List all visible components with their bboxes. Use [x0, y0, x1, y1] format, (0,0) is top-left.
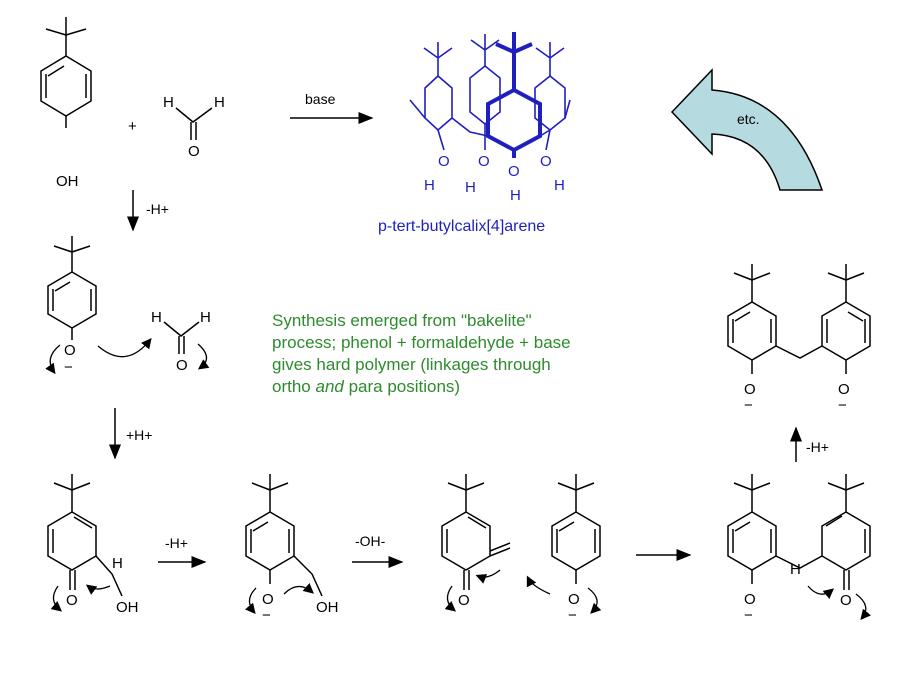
phenoxide1-minus: − — [64, 359, 73, 376]
dimer-intermediate-o-right: O — [840, 592, 852, 609]
formaldehyde-h-right: H — [214, 94, 225, 111]
dimer-intermediate-minus: − — [744, 607, 753, 624]
note-line-4-post: para positions) — [343, 377, 461, 396]
formaldehyde-o: O — [188, 143, 200, 160]
calix-oh4-o: O — [540, 153, 552, 170]
intermediate-a-o: O — [66, 592, 78, 609]
bakelite-note: Synthesis emerged from "bakelite" proces… — [272, 310, 652, 398]
note-line-2: process; phenol + formaldehyde + base — [272, 333, 571, 352]
calix-oh3-o: O — [508, 163, 520, 180]
phenoxide1-o: O — [64, 342, 76, 359]
dimer-product-minus-right: − — [838, 397, 847, 414]
dimer-intermediate — [727, 474, 871, 590]
curly-arrow-1c — [197, 343, 210, 370]
phenoxide-1 — [47, 236, 97, 340]
step1-label: -H+ — [146, 201, 169, 217]
formaldehyde2-h-left: H — [151, 309, 162, 326]
calix-oh4-h: H — [554, 177, 565, 194]
calixarene-name: p-tert-butylcalix[4]arene — [378, 218, 546, 235]
cycle-arrow-label: etc. — [737, 111, 760, 127]
intermediate-a — [47, 474, 123, 597]
phenoxide-2 — [551, 474, 601, 584]
dimer-intermediate-h: H — [790, 561, 801, 578]
calix-oh1-h: H — [424, 177, 435, 194]
quinone-methide — [441, 474, 511, 590]
plus-sign: + — [128, 118, 137, 135]
calix-oh3-h: H — [510, 187, 521, 204]
phenol-oh-label: OH — [56, 173, 79, 190]
curly-arrow-5a — [807, 585, 834, 599]
curly-arrow-4a — [444, 585, 456, 612]
intermediate-a-oh: OH — [116, 599, 139, 616]
curly-arrow-3a — [245, 587, 257, 614]
cycle-arrow — [670, 68, 824, 191]
calix-oh2-h: H — [465, 179, 476, 196]
note-line-1: Synthesis emerged from "bakelite" — [272, 311, 532, 330]
phenoxide2-minus: − — [568, 607, 577, 624]
curly-arrow-5b — [855, 593, 871, 620]
dimer-product-o-right: O — [838, 381, 850, 398]
curly-arrow-1b — [97, 337, 152, 358]
formaldehyde2-h-right: H — [200, 309, 211, 326]
intermediate-b-oh: OH — [316, 599, 339, 616]
step2-label: +H+ — [126, 427, 152, 443]
curly-arrow-3b — [283, 582, 314, 595]
intermediate-b-minus: − — [262, 607, 271, 624]
formaldehyde-2 — [163, 321, 200, 354]
formaldehyde — [175, 107, 213, 140]
base-condition-label: base — [305, 91, 336, 107]
calix-oh1-o: O — [438, 153, 450, 170]
calix-oh2-o: O — [478, 153, 490, 170]
formaldehyde2-o: O — [176, 357, 188, 374]
curly-arrow-2a — [50, 585, 62, 612]
curly-arrow-1a — [45, 344, 61, 375]
intermediate-b — [245, 474, 323, 597]
step4-label: -OH- — [355, 533, 386, 549]
note-line-3: gives hard polymer (linkages through — [272, 355, 551, 374]
dimer-product — [727, 264, 871, 374]
curly-arrow-4c — [526, 575, 551, 595]
formaldehyde-h-left: H — [163, 94, 174, 111]
note-line-4-em: and — [315, 377, 344, 396]
step3-label: -H+ — [165, 535, 188, 551]
dimer-product-minus-left: − — [744, 397, 753, 414]
dimer-intermediate-o-left: O — [744, 591, 756, 608]
phenoxide2-o: O — [568, 591, 580, 608]
curly-arrow-2b — [85, 584, 111, 595]
curly-arrow-4b — [475, 569, 501, 584]
curly-arrow-4d — [587, 587, 602, 614]
quinone-methide-o: O — [458, 592, 470, 609]
tert-butylphenol — [40, 17, 92, 128]
note-line-4-pre: ortho — [272, 377, 316, 396]
note-line-4: ortho and para positions) — [272, 376, 652, 398]
intermediate-b-o: O — [262, 591, 274, 608]
intermediate-a-h: H — [112, 555, 123, 572]
step6-label: -H+ — [806, 439, 829, 455]
calixarene-structure — [409, 32, 571, 158]
dimer-product-o-left: O — [744, 381, 756, 398]
